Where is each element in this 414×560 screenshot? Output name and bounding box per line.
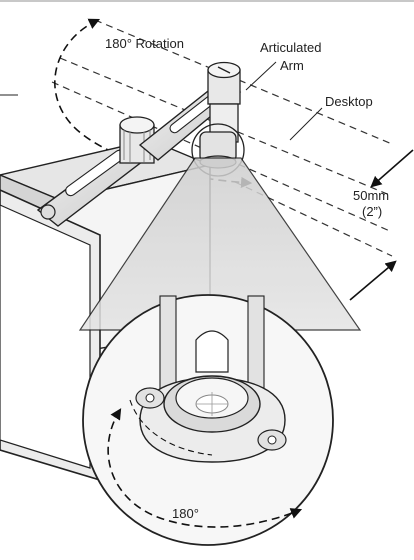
magnification-cone — [78, 157, 362, 331]
depth-dimension — [349, 149, 414, 301]
detail-magnifier — [82, 294, 334, 546]
rotation-top-label: 180° Rotation — [105, 36, 184, 51]
top-knob — [207, 61, 241, 105]
articulated-label-line1: Articulated — [260, 40, 321, 55]
top-border — [0, 0, 414, 2]
rotation-bottom-label: 180° — [172, 506, 199, 521]
label-leaders — [0, 61, 323, 141]
articulated-label-line2: Arm — [280, 58, 304, 73]
desktop-label: Desktop — [325, 94, 373, 109]
depth-inch-label: (2”) — [362, 204, 382, 219]
depth-mm-label: 50mm — [353, 188, 389, 203]
rotation-arc-bottom — [107, 408, 303, 528]
